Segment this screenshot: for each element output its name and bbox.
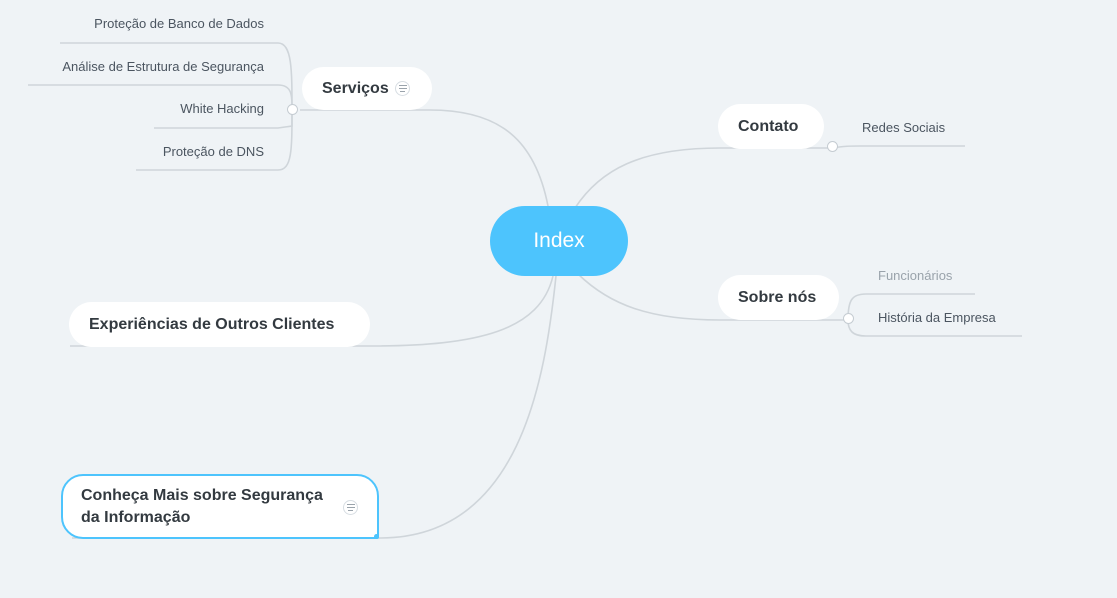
leaf-protecao-banco-dados[interactable]: Proteção de Banco de Dados: [94, 16, 264, 31]
resize-handle[interactable]: [374, 534, 379, 539]
topic-sobre-nos[interactable]: Sobre nós: [718, 275, 839, 320]
connector-conheca: [72, 275, 557, 539]
topic-conheca-mais[interactable]: Conheça Mais sobre Segurança da Informaç…: [61, 474, 379, 539]
leaf-protecao-dns[interactable]: Proteção de DNS: [162, 144, 264, 159]
connector-experiencias: [70, 275, 554, 347]
leaf-redes-sociais[interactable]: Redes Sociais: [862, 120, 946, 135]
connector-servicos-leaf-4: [136, 109, 293, 171]
collapse-toggle-icon[interactable]: [843, 313, 854, 324]
topic-contato[interactable]: Contato: [718, 104, 824, 149]
root-topic-index[interactable]: Index: [490, 206, 628, 276]
connector-servicos: [300, 109, 549, 207]
leaf-analise-estrutura[interactable]: Análise de Estrutura de Segurança: [62, 59, 264, 74]
note-icon[interactable]: [343, 500, 358, 515]
leaf-historia-empresa[interactable]: História da Empresa: [878, 310, 996, 325]
collapse-toggle-icon[interactable]: [287, 104, 298, 115]
collapse-toggle-icon[interactable]: [827, 141, 838, 152]
leaf-funcionarios[interactable]: Funcionários: [878, 268, 953, 283]
note-icon[interactable]: [395, 81, 410, 96]
topic-conheca-label-line2: da Informação: [81, 508, 191, 526]
root-label: Index: [533, 229, 585, 252]
topic-sobre-label: Sobre nós: [738, 288, 817, 306]
connector-sobre: [577, 273, 848, 321]
topic-contato-label: Contato: [738, 117, 799, 135]
connector-contato-leaf-1: [831, 145, 965, 149]
topic-servicos-label: Serviços: [322, 79, 389, 97]
connector-servicos-leaf-1: [60, 42, 293, 111]
topic-servicos[interactable]: Serviços: [302, 67, 432, 110]
connector-contato: [574, 147, 832, 209]
topic-experiencias[interactable]: Experiências de Outros Clientes: [69, 302, 370, 347]
leaf-white-hacking[interactable]: White Hacking: [180, 101, 264, 116]
topic-conheca-label-line1: Conheça Mais sobre Segurança: [81, 486, 323, 504]
topic-experiencias-label: Experiências de Outros Clientes: [89, 315, 335, 333]
